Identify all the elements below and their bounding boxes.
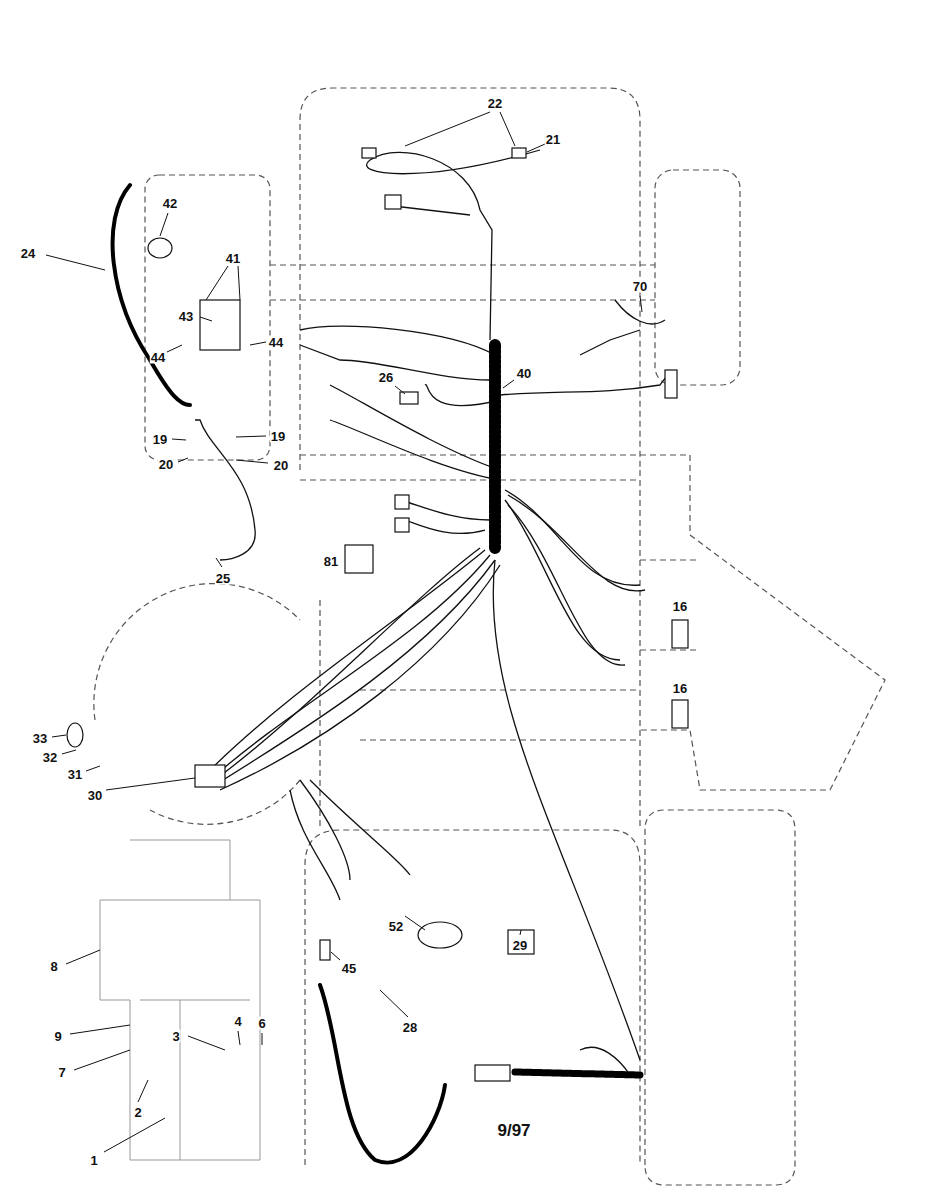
components [67,148,688,1081]
callout-number: 33 [32,732,48,745]
engine-block [100,840,260,1160]
callout-number: 26 [378,371,394,384]
callout-number: 40 [516,367,532,380]
callout-number: 41 [225,252,241,265]
callout-number: 9 [53,1030,62,1043]
callout-number: 6 [257,1017,266,1030]
callout-number: 8 [49,960,58,973]
callout-number: 42 [162,197,178,210]
callout-number: 44 [268,336,284,349]
callout-number: 3 [171,1030,180,1043]
callout-number: 2 [133,1106,142,1119]
callout-number: 52 [388,920,404,933]
leader-lines [46,112,642,1152]
cable [113,185,640,1163]
callout-number: 20 [273,459,289,472]
callout-number: 1 [89,1154,98,1167]
bulb [512,148,526,158]
callout-number: 70 [632,280,648,293]
callout-number: 45 [341,962,357,975]
callout-number: 21 [545,133,561,146]
bulb [362,148,376,158]
date-code: 9/97 [496,1122,531,1139]
callout-number: 25 [215,572,231,585]
callout-number: 19 [152,433,168,446]
callout-number: 24 [20,247,36,260]
callout-number: 4 [233,1015,242,1028]
harness-wires [195,150,670,1075]
tractor-outline [94,88,885,1185]
callout-number: 7 [57,1066,66,1079]
callout-number: 43 [178,310,194,323]
callout-number: 30 [87,789,103,802]
callout-number: 22 [487,97,503,110]
callout-number: 31 [67,768,83,781]
callout-number: 29 [512,939,528,952]
callout-number: 20 [158,458,174,471]
callout-number: 16 [672,600,688,613]
callout-number: 19 [270,430,286,443]
callout-number: 81 [323,555,339,568]
callout-number: 28 [402,1021,418,1034]
callout-number: 44 [150,351,166,364]
callout-number: 16 [672,682,688,695]
callout-number: 32 [42,751,58,764]
